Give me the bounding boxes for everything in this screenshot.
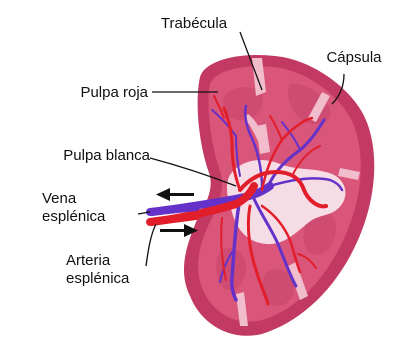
- label-capsula: Cápsula: [326, 49, 382, 66]
- label-arteria-line2: esplénica: [66, 270, 130, 287]
- arrow-left-icon: [156, 188, 194, 201]
- label-vena-line1: Vena: [42, 190, 77, 207]
- label-arteria-line1: Arteria: [66, 252, 111, 269]
- label-pulpa-blanca: Pulpa blanca: [63, 147, 150, 164]
- label-pulpa-roja: Pulpa roja: [80, 84, 148, 101]
- leader-arteria: [146, 224, 156, 266]
- splenic-artery-trunk: [150, 216, 196, 222]
- splenic-vein-trunk: [150, 207, 196, 212]
- label-trabecula: Trabécula: [161, 15, 228, 32]
- label-vena-line2: esplénica: [42, 208, 106, 225]
